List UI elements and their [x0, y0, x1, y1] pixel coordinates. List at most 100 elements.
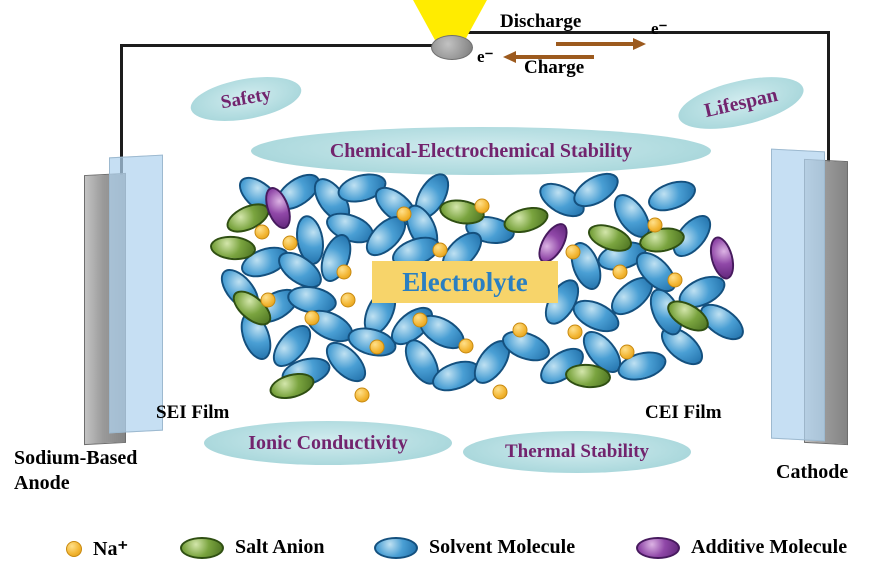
solvent-molecule	[232, 169, 288, 223]
solvent-molecule	[314, 229, 358, 287]
additive-molecule-legend-icon	[636, 536, 680, 559]
cei-film	[771, 148, 825, 442]
salt-anion	[662, 294, 714, 338]
bubble-stability: Chemical-Electrochemical Stability	[251, 127, 711, 175]
sodium-ion	[512, 322, 528, 338]
solvent-molecule	[427, 354, 485, 398]
solvent-molecule	[693, 296, 751, 348]
solvent-molecule	[407, 167, 457, 225]
sei-film	[109, 154, 163, 434]
solvent-molecule	[643, 283, 689, 341]
charge-arrow	[503, 51, 595, 63]
sodium-ion	[474, 198, 490, 214]
legend-item-sodium: Na⁺	[66, 536, 128, 561]
sodium-ion	[260, 292, 276, 308]
salt-anion	[209, 234, 257, 262]
charge-arrow-head	[503, 51, 516, 63]
salt-anion	[437, 196, 487, 228]
solvent-molecule	[334, 168, 390, 208]
solvent-molecule	[643, 174, 701, 218]
sodium-ion	[492, 384, 508, 400]
solvent-molecule	[413, 307, 471, 357]
sodium-ion	[412, 312, 428, 328]
bubble-thermal-stability: Thermal Stability	[463, 431, 691, 473]
additive-molecule	[260, 183, 296, 233]
solvent-molecule	[463, 212, 517, 248]
solvent-molecule	[575, 324, 629, 380]
solvent-molecule	[269, 166, 327, 218]
bubble-ionic-conductivity: Ionic Conductivity	[204, 421, 452, 465]
solvent-molecule	[604, 269, 660, 323]
salt-anion	[266, 368, 318, 404]
bubble-ionic-conductivity-label: Ionic Conductivity	[248, 431, 408, 454]
solvent-molecule	[594, 236, 650, 276]
sodium-ion	[458, 338, 474, 354]
solvent-molecule	[265, 318, 319, 374]
solvent-molecule	[665, 208, 719, 264]
sodium-ion-legend-icon	[66, 540, 82, 557]
solvent-molecule	[321, 206, 379, 250]
solvent-molecule	[384, 299, 440, 353]
bubble-safety: Safety	[187, 69, 305, 129]
electron-left-label: e⁻	[477, 47, 494, 66]
legend-item-additive: Additive Molecule	[636, 536, 847, 559]
discharge-arrow-head	[633, 38, 646, 50]
sodium-ion	[304, 310, 320, 326]
discharge-arrow-shaft	[556, 42, 634, 46]
sodium-ion	[354, 387, 370, 403]
solvent-molecule	[318, 334, 374, 390]
legend-sodium-label: Na⁺	[93, 538, 128, 560]
sodium-ion	[667, 272, 683, 288]
solvent-molecule	[278, 352, 334, 392]
solvent-molecule	[213, 262, 267, 318]
wire-left-vertical	[120, 44, 123, 196]
legend-solvent-label: Solvent Molecule	[429, 536, 576, 558]
solvent-molecule	[399, 199, 445, 257]
sodium-ion	[340, 292, 356, 308]
electrolyte-label: Electrolyte	[402, 266, 528, 297]
discharge-arrow	[556, 38, 648, 50]
solvent-molecule	[234, 307, 278, 365]
sodium-ion	[282, 235, 298, 251]
solvent-molecule	[397, 333, 447, 391]
bubble-thermal-stability-label: Thermal Stability	[504, 441, 650, 462]
cathode-label: Cathode	[776, 461, 849, 483]
sodium-ion	[565, 244, 581, 260]
solvent-molecule	[368, 179, 424, 233]
salt-anion	[564, 362, 612, 390]
solvent-molecule	[466, 333, 518, 391]
bubble-safety-label: Safety	[219, 83, 273, 114]
sei-film-label: SEI Film	[156, 402, 230, 423]
bubble-lifespan-label: Lifespan	[702, 83, 780, 122]
solvent-molecule	[292, 213, 328, 267]
solvent-molecule	[614, 346, 670, 386]
sodium-ion	[647, 217, 663, 233]
solvent-molecule	[358, 208, 414, 264]
salt-anion	[637, 224, 687, 256]
charge-arrow-shaft	[516, 55, 594, 59]
discharge-label: Discharge	[500, 11, 582, 32]
sodium-ion	[567, 324, 583, 340]
solvent-molecule	[564, 237, 608, 295]
solvent-molecule	[654, 319, 710, 373]
wire-right-horizontal	[464, 31, 830, 34]
bubble-lifespan: Lifespan	[673, 67, 809, 139]
solvent-molecule	[628, 244, 684, 300]
bubble-stability-label: Chemical-Electrochemical Stability	[329, 139, 633, 162]
sodium-ion	[396, 206, 412, 222]
solvent-molecule	[285, 282, 339, 318]
solvent-molecule	[306, 171, 358, 229]
sodium-ion	[369, 339, 385, 355]
lamp-socket	[431, 35, 473, 60]
sodium-ion	[254, 224, 270, 240]
wire-right-vertical	[827, 31, 830, 163]
sodium-ion	[336, 264, 352, 280]
solvent-molecule	[344, 322, 400, 362]
solvent-molecule	[567, 293, 625, 339]
solvent-molecule	[497, 324, 555, 368]
cei-film-label: CEI Film	[645, 402, 722, 423]
solvent-molecule-legend-icon	[374, 536, 418, 559]
legend-item-solvent: Solvent Molecule	[374, 536, 575, 559]
salt-anion	[222, 197, 274, 239]
electron-right-label: e⁻	[651, 19, 668, 38]
